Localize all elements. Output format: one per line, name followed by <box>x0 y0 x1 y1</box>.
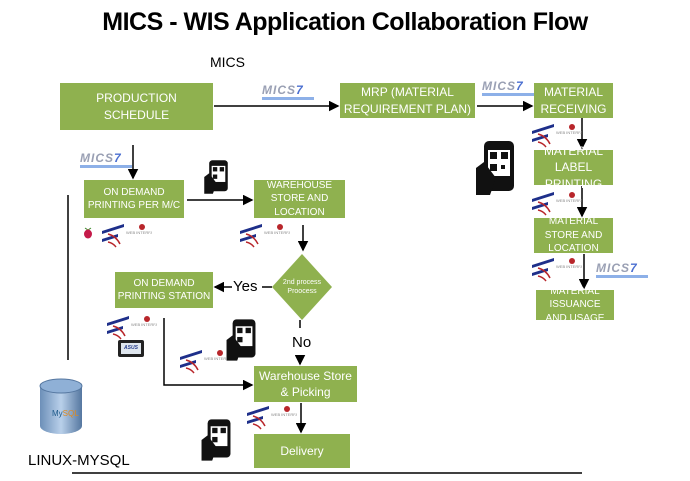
mics-section-label: MICS <box>210 54 245 70</box>
edge-label-no: No <box>292 334 312 351</box>
wis-logo: WEB INTERFACE <box>180 350 230 374</box>
node-material-receiving: MATERIAL RECEIVING <box>534 83 613 118</box>
diagram-title: MICS - WIS Application Collaboration Flo… <box>102 8 588 36</box>
svg-text:WEB INTERFACE: WEB INTERFACE <box>271 412 297 417</box>
asus-tablet-icon: ASUS <box>118 340 144 357</box>
decision-diamond <box>272 254 332 320</box>
node-material-label-printing: MATERIAL LABEL PRINTING <box>534 144 613 191</box>
node-material-issuance: MATERIAL ISSUANCE AND USAGE <box>536 286 614 324</box>
node-delivery: Delivery <box>254 434 350 468</box>
wis-logo: WEB INTERFACE <box>532 258 582 282</box>
svg-text:WEB INTERFACE: WEB INTERFACE <box>126 230 152 235</box>
node-on-demand-station: ON DEMAND PRINTING STATION <box>115 272 213 308</box>
svg-text:WEB INTERFACE: WEB INTERFACE <box>556 130 582 135</box>
svg-text:WEB INTERFACE: WEB INTERFACE <box>556 264 582 269</box>
node-on-demand-per-mc: ON DEMAND PRINTING PER M/C <box>84 180 184 218</box>
svg-text:WEB INTERFACE: WEB INTERFACE <box>131 322 157 327</box>
wis-logo: WEB INTERFACE <box>240 224 290 248</box>
phone-qr-scan-icon <box>201 419 231 461</box>
phone-qr-scan-icon <box>226 319 256 361</box>
asus-logo: ASUS <box>121 343 141 354</box>
mics7-logo: MICS7 <box>482 80 534 98</box>
edge-label-yes: Yes <box>233 278 258 295</box>
node-warehouse-store-location: WAREHOUSE STORE AND LOCATION <box>254 180 345 218</box>
node-decision: 2nd process Proocess <box>282 278 322 295</box>
node-mrp: MRP (MATERIAL REQUIREMENT PLAN) <box>340 83 475 118</box>
mics7-logo: MICS7 <box>262 84 314 102</box>
svg-text:MySQL: MySQL <box>52 409 79 418</box>
svg-text:WEB INTERFACE: WEB INTERFACE <box>556 198 582 203</box>
wis-logo: WEB INTERFACE <box>107 316 157 340</box>
arrow-station-picking <box>163 318 254 391</box>
mysql-database-icon: MySQL <box>39 378 83 434</box>
wis-logo: WEB INTERFACE <box>247 406 297 430</box>
raspberry-pi-icon <box>84 227 92 239</box>
node-production-schedule: PRODUCTION SCHEDULE <box>60 83 213 130</box>
wis-logo: WEB INTERFACE <box>532 192 582 216</box>
node-warehouse-picking: Warehouse Store & Picking <box>254 366 357 402</box>
phone-qr-scan-icon <box>476 141 514 195</box>
wis-logo: WEB INTERFACE <box>532 124 582 148</box>
wis-logo: WEB INTERFACE <box>102 224 152 248</box>
mics7-logo: MICS7 <box>596 262 648 280</box>
svg-text:WEB INTERFACE: WEB INTERFACE <box>204 356 230 361</box>
phone-qr-scan-icon <box>204 160 228 194</box>
mics7-logo: MICS7 <box>80 152 132 170</box>
node-material-store-location: MATERIAL STORE AND LOCATION <box>534 216 613 254</box>
database-label: LINUX-MYSQL <box>28 452 130 469</box>
svg-text:WEB INTERFACE: WEB INTERFACE <box>264 230 290 235</box>
